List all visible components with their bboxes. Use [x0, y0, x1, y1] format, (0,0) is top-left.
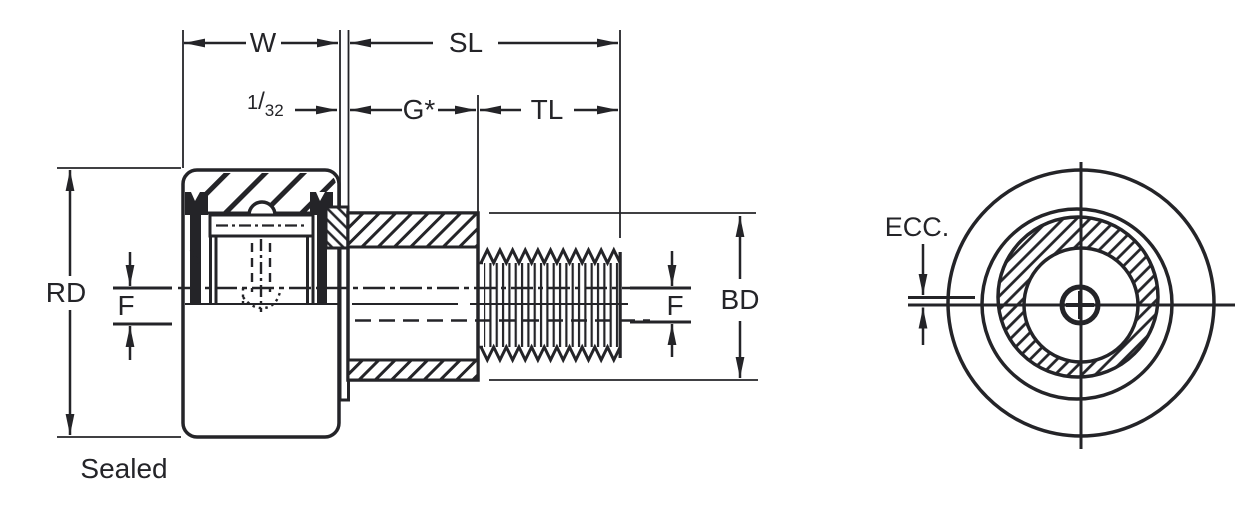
lube-hole-bottom-dotted [241, 288, 282, 310]
dim-label-ecc: ECC. [885, 212, 950, 242]
dim-label-sl: SL [449, 27, 483, 58]
dim-label-tl: TL [531, 94, 564, 125]
dim-f-left [113, 252, 172, 360]
dim-label-bd: BD [721, 284, 760, 315]
dim-label-f-right: F [666, 290, 683, 321]
caption-sealed: Sealed [80, 453, 167, 484]
seal-tick [189, 249, 201, 264]
lube-hole [241, 239, 282, 312]
thread-crest-bottom [479, 343, 622, 364]
side-view: W SL 1/32 G* TL RD [46, 27, 760, 484]
stud-section-bottom [346, 358, 480, 382]
gap-slash: / [258, 88, 265, 115]
dim-label-f-left: F [117, 290, 134, 321]
end-view: ECC. [885, 162, 1235, 449]
inner-ring-walls [189, 236, 315, 303]
gap-numerator: 1 [247, 92, 258, 114]
inner-race [208, 213, 315, 238]
dim-label-w: W [250, 27, 277, 58]
dim-label-g: G* [403, 94, 436, 125]
gap-denominator: 32 [265, 101, 284, 120]
thread-crest-top [479, 246, 622, 267]
stud-section-top [346, 211, 480, 249]
extension-lines [57, 30, 758, 438]
centerlines-side [178, 286, 668, 322]
dim-label-rd: RD [46, 277, 86, 308]
dim-label-gap: 1/32 [247, 88, 284, 120]
centerlines-end [908, 162, 1235, 449]
stud [346, 211, 480, 382]
eccentric-collar [324, 205, 350, 402]
needle-roller [247, 200, 277, 216]
